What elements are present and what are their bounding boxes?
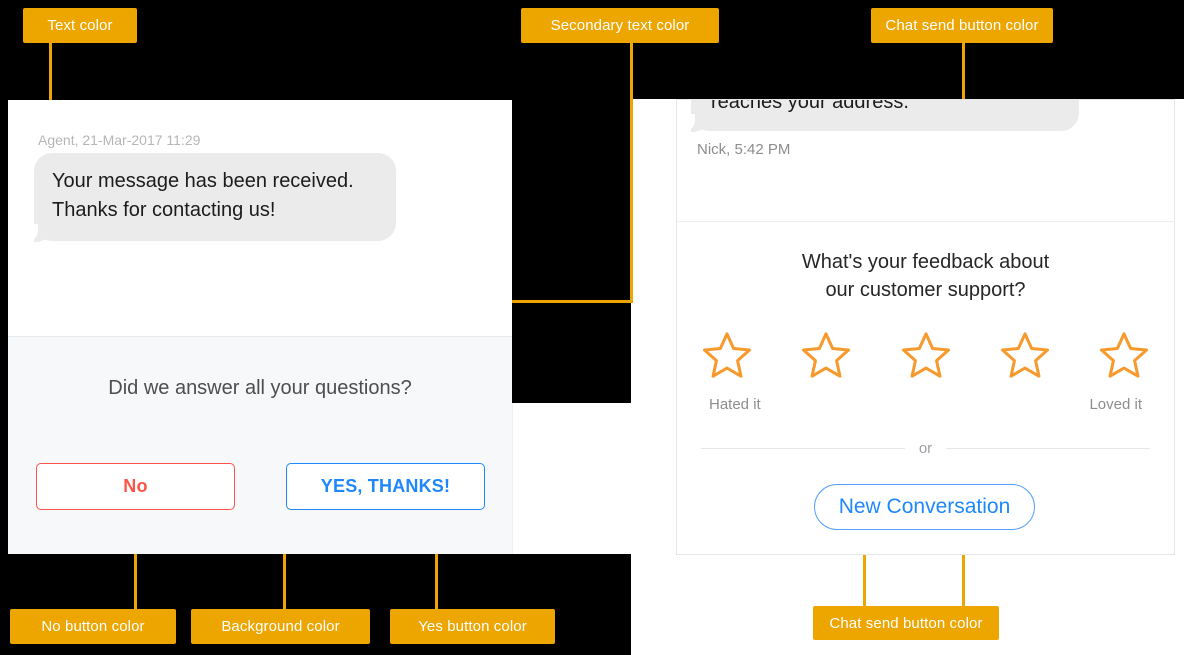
annotation-secondary-text-color: Secondary text color xyxy=(521,8,719,43)
message-meta-nick: Nick, 5:42 PM xyxy=(697,141,791,158)
chat-widget-left: Agent, 21-Mar-2017 11:29 Your message ha… xyxy=(8,100,512,554)
star-4-icon[interactable] xyxy=(997,328,1053,382)
agent-message-bubble-right: reaches your address. xyxy=(683,100,1079,132)
annotation-no-button-color: No button color xyxy=(10,609,176,644)
or-divider-line-right xyxy=(946,448,1150,449)
annotation-yes-button-color: Yes button color xyxy=(390,609,555,644)
or-divider-line-left xyxy=(701,448,905,449)
leader-background-color xyxy=(283,531,286,609)
annotation-text-color: Text color xyxy=(23,8,137,43)
feedback-title: What's your feedback about our customer … xyxy=(677,248,1174,304)
leader-no-button-color xyxy=(134,510,137,609)
star-rating xyxy=(699,328,1152,382)
backdrop-left-strip xyxy=(0,100,8,555)
or-divider: or xyxy=(701,440,1150,457)
or-label: or xyxy=(918,440,933,457)
feedback-title-line1: What's your feedback about xyxy=(801,251,1050,273)
backdrop-mid xyxy=(512,100,631,403)
annotation-chat-send-button-color-top: Chat send button color xyxy=(871,8,1053,43)
no-button[interactable]: No xyxy=(36,463,235,510)
star-1-icon[interactable] xyxy=(699,328,755,382)
star-2-icon[interactable] xyxy=(798,328,854,382)
star-3-icon[interactable] xyxy=(898,328,954,382)
annotation-background-color: Background color xyxy=(191,609,370,644)
new-conversation-button[interactable]: New Conversation xyxy=(814,484,1035,530)
survey-question: Did we answer all your questions? xyxy=(108,377,412,399)
leader-chat-send-bottom-right xyxy=(962,528,965,606)
annotation-chat-send-button-color-bottom: Chat send button color xyxy=(813,606,999,640)
agent-message-bubble: Your message has been received. Thanks f… xyxy=(26,153,396,242)
survey-footer: Did we answer all your questions? No YES… xyxy=(8,336,512,554)
star-rating-labels: Hated it Loved it xyxy=(709,396,1142,413)
leader-yes-button-color xyxy=(435,510,438,609)
message-meta-agent: Agent, 21-Mar-2017 11:29 xyxy=(38,132,201,148)
yes-thanks-button[interactable]: YES, THANKS! xyxy=(286,463,485,510)
leader-secondary-text-color-v xyxy=(630,42,633,303)
rating-low-label: Hated it xyxy=(709,396,761,413)
rating-high-label: Loved it xyxy=(1089,396,1142,413)
chat-transcript-right: reaches your address. Nick, 5:42 PM xyxy=(677,100,1174,221)
leader-chat-send-bottom-left xyxy=(863,528,866,606)
chat-transcript-left: Agent, 21-Mar-2017 11:29 Your message ha… xyxy=(8,100,512,336)
survey-button-row: No YES, THANKS! xyxy=(36,463,485,510)
star-5-icon[interactable] xyxy=(1096,328,1152,382)
chat-widget-right: reaches your address. Nick, 5:42 PM What… xyxy=(676,99,1175,555)
feedback-title-line2: our customer support? xyxy=(825,279,1026,301)
transcript-divider xyxy=(677,221,1174,222)
